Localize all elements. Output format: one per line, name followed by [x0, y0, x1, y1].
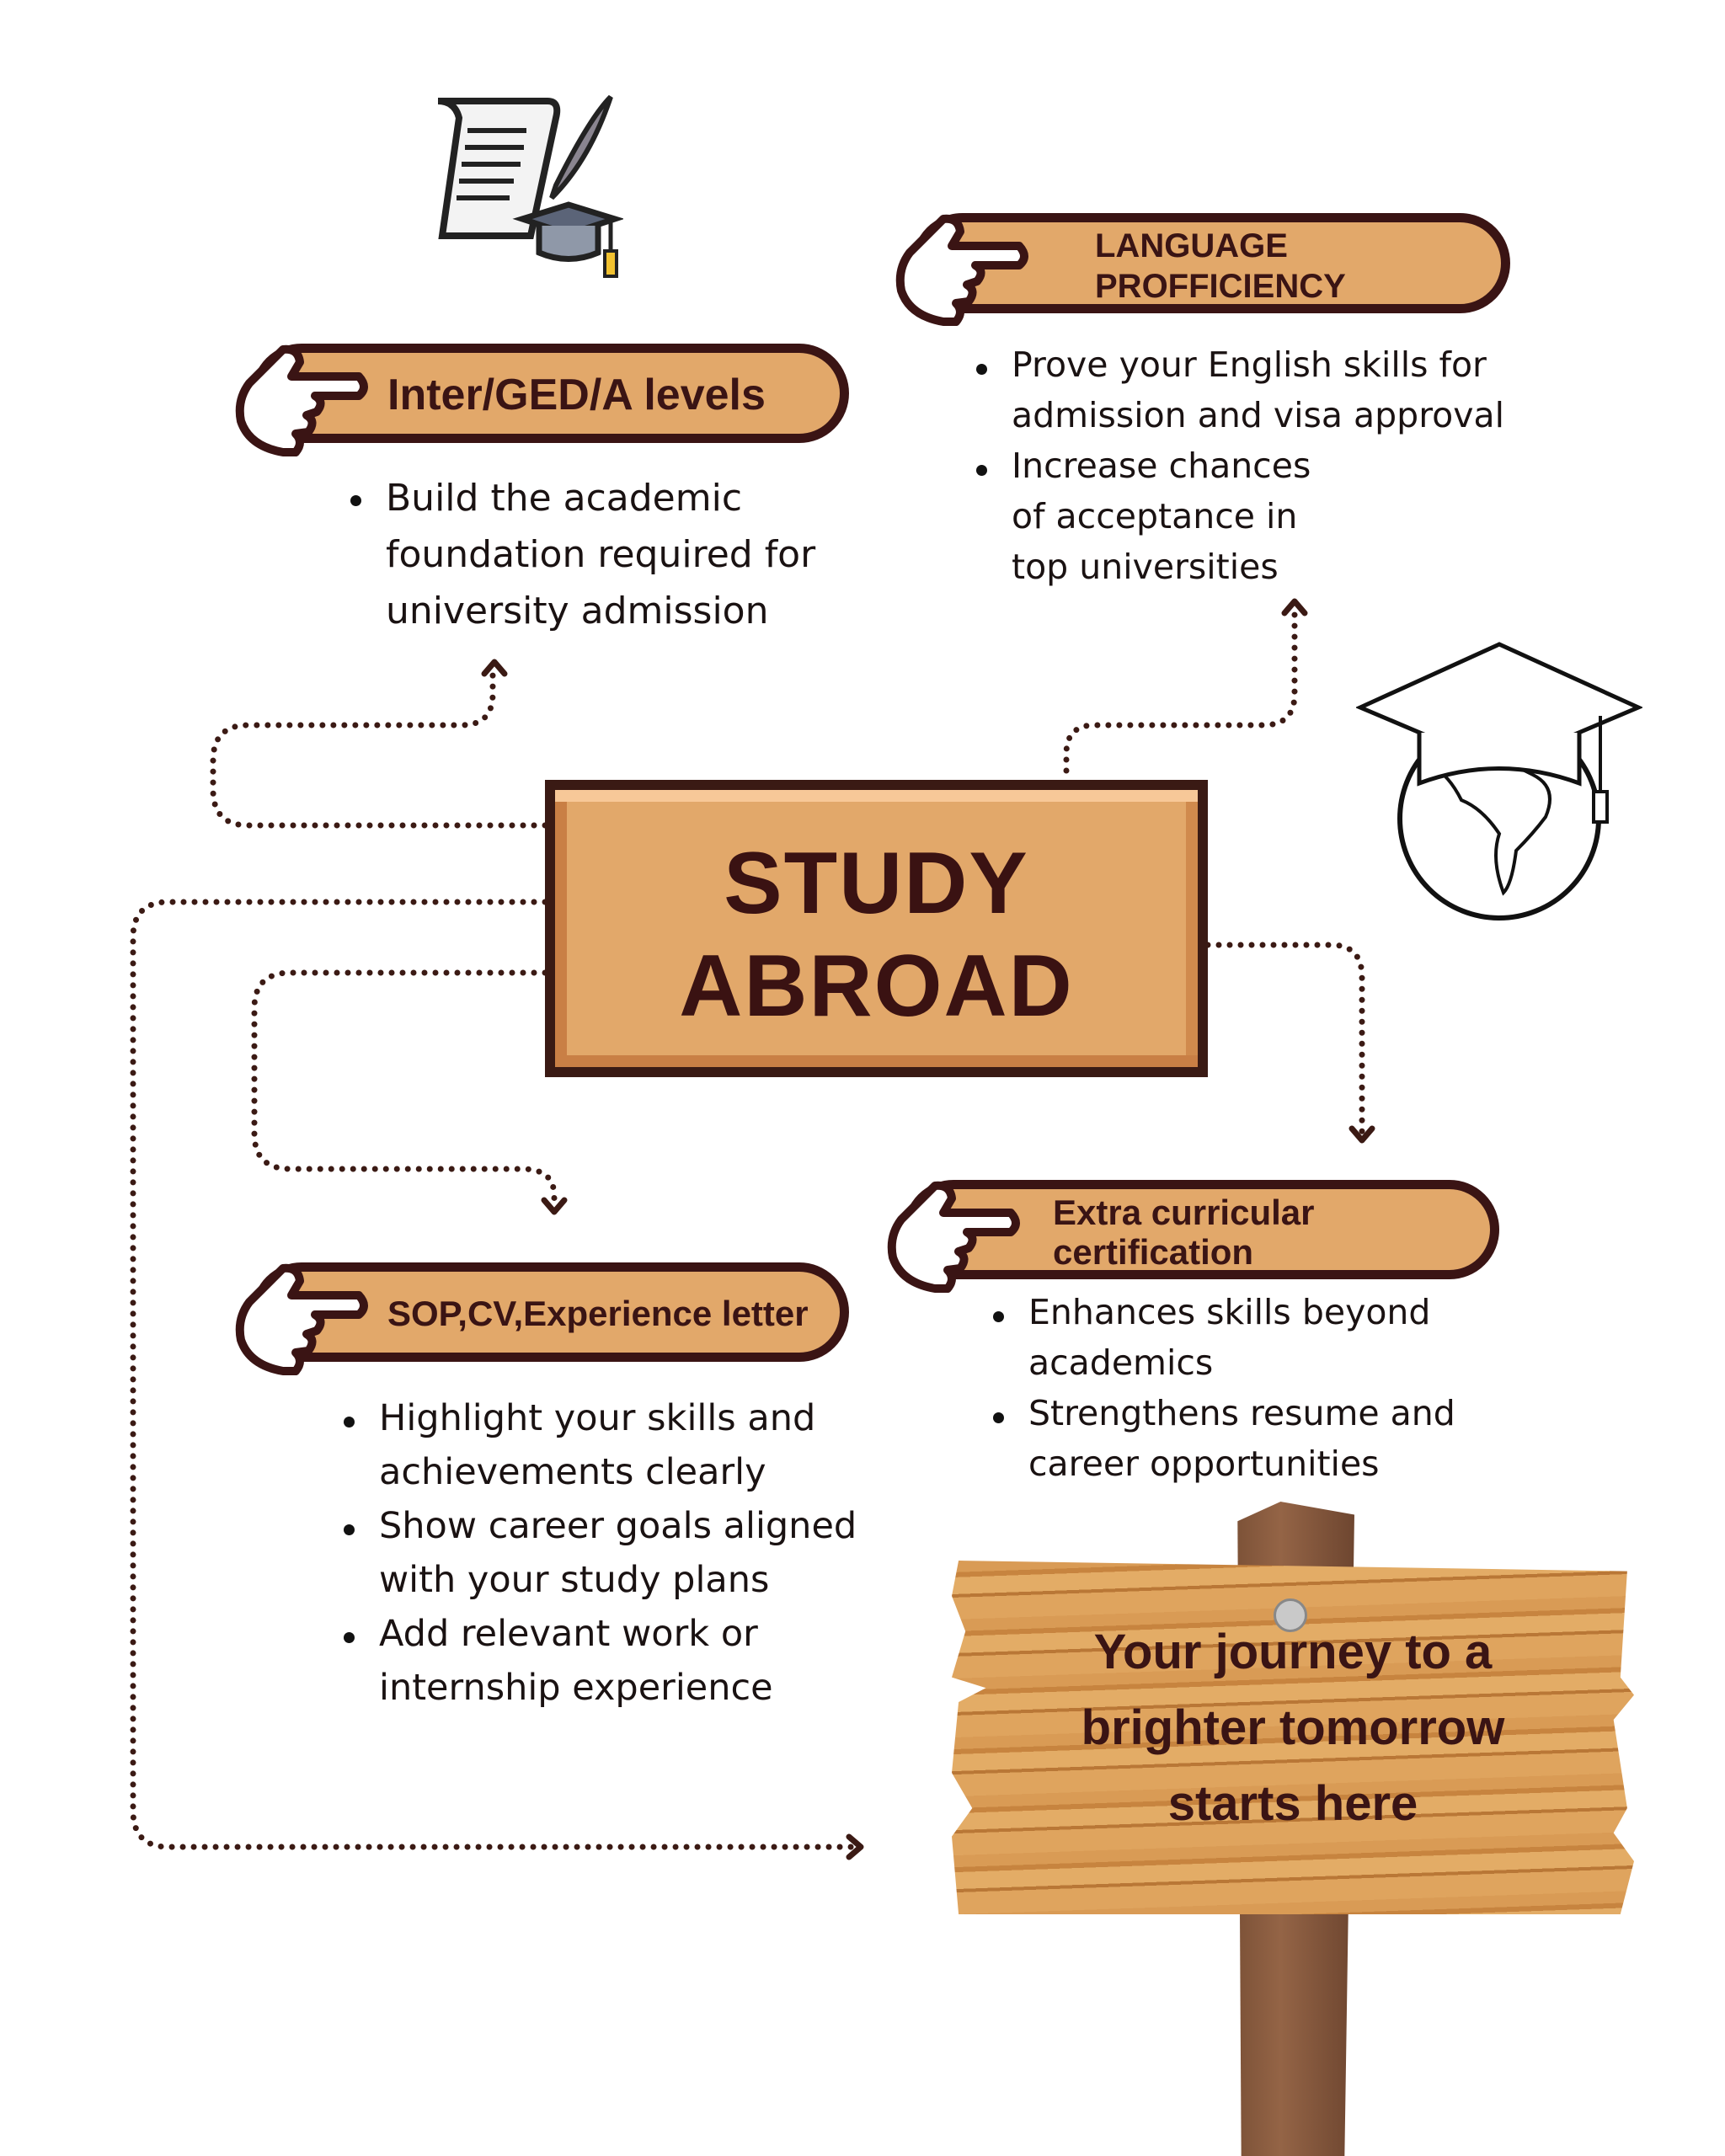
extra-bullets: Enhances skills beyond academics Strengt… [993, 1287, 1465, 1489]
pointing-hand-icon [895, 214, 1028, 326]
arrowhead-right [846, 1833, 864, 1860]
arrowhead-up [481, 659, 508, 677]
pill-title-line2: certification [1053, 1232, 1254, 1272]
pill-title: SOP,CV,Experience letter [387, 1294, 809, 1333]
bullet-item: Prove your English skills for admission … [976, 339, 1532, 440]
pill-title-line1: Extra curricular [1053, 1193, 1315, 1232]
connector-to-extra [1204, 942, 1365, 1136]
pill-language-proficiency: LANGUAGE PROFFICIENCY [895, 213, 1510, 326]
pill-sop-cv: SOP,CV,Experience letter [235, 1262, 849, 1375]
bullet-item: Add relevant work or internship experien… [344, 1607, 817, 1715]
sign-line1: Your journey to a [1093, 1625, 1493, 1679]
arrowhead-up [1281, 598, 1308, 616]
study-abroad-board: STUDY ABROAD [545, 780, 1208, 1077]
pill-title-line1: LANGUAGE [1095, 227, 1288, 264]
language-bullets: Prove your English skills for admission … [976, 339, 1532, 592]
center-title-line1: STUDY [724, 835, 1029, 932]
pointing-hand-icon [235, 344, 368, 456]
bullet-item: Enhances skills beyond academics [993, 1287, 1465, 1388]
inter-bullets: Build the academic foundation required f… [350, 470, 856, 639]
bullet-item: Show career goals aligned with your stud… [344, 1499, 866, 1607]
bullet-item: Increase chances of acceptance in top un… [976, 440, 1332, 592]
sign-line2: brighter tomorrow [1081, 1700, 1505, 1755]
connector-to-inter [210, 664, 548, 829]
bullet-item: Strengthens resume and career opportunit… [993, 1388, 1465, 1489]
arrowhead-down [541, 1197, 568, 1215]
connector-to-sop [251, 969, 558, 1208]
pointing-hand-icon [235, 1263, 368, 1375]
arrowhead-down [1348, 1125, 1375, 1144]
pill-title-line2: PROFFICIENCY [1095, 268, 1346, 305]
pointing-hand-icon [887, 1181, 1020, 1293]
diploma-graduation-icon [437, 94, 623, 278]
pill-extra-curricular: Extra curricular certification [887, 1180, 1499, 1293]
nail-icon [1274, 1598, 1307, 1632]
pill-inter-ged: Inter/GED/A levels [235, 344, 849, 456]
connector-to-signpost [130, 899, 858, 1850]
pill-title: Inter/GED/A levels [387, 371, 766, 419]
center-title-line2: ABROAD [679, 937, 1074, 1035]
bullet-item: Build the academic foundation required f… [350, 470, 856, 639]
sop-bullets: Highlight your skills and achievements c… [344, 1391, 866, 1715]
globe-graduation-cap-icon [1356, 642, 1642, 921]
sign-line3: starts here [1167, 1776, 1418, 1831]
bullet-item: Highlight your skills and achievements c… [344, 1391, 817, 1499]
connector-to-language [1063, 603, 1298, 774]
